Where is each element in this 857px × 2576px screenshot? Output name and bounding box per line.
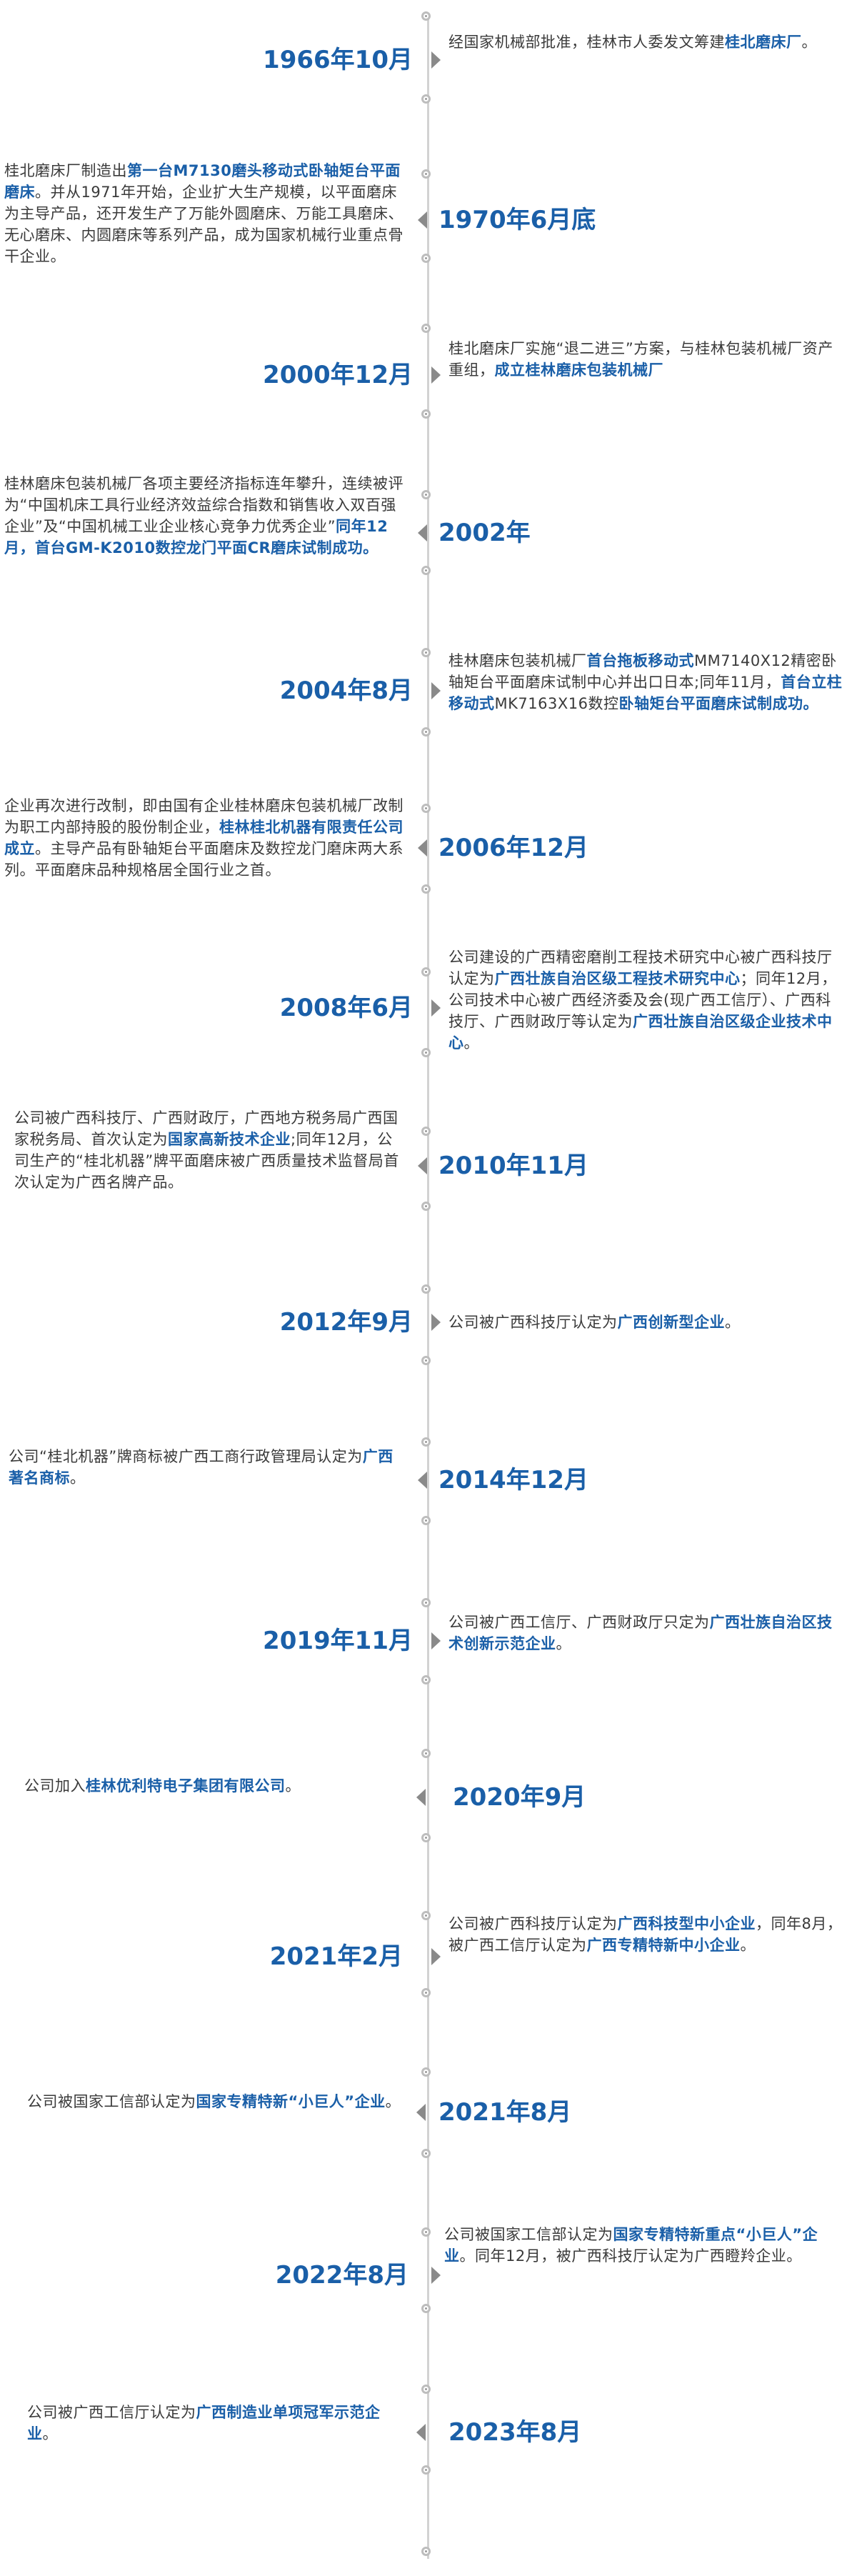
timeline-dot [421, 1749, 431, 1758]
event-description: 公司被广西工信厅认定为广西制造业单项冠军示范企业。 [27, 2404, 381, 2442]
timeline-dot [421, 1356, 431, 1365]
timeline-dot [421, 409, 431, 419]
event-description: 公司被广西科技厅认定为广西科技型中小企业，同年8月，被广西工信厅认定为广西专精特… [448, 1915, 843, 1954]
event-description: 企业再次进行改制，即由国有企业桂林磨床包装机械厂改制为职工内部持股的股份制企业，… [4, 797, 404, 879]
event-description: 公司“桂北机器”牌商标被广西工商行政管理局认定为广西著名商标。 [9, 1448, 394, 1487]
event-description: 公司被广西科技厅、广西财政厅，广西地方税务局广西国家税务局、首次认定为国家高新技… [14, 1109, 399, 1191]
event-description: 公司被国家工信部认定为国家专精特新“小巨人”企业。 [27, 2093, 401, 2110]
timeline-dot [421, 254, 431, 263]
event-description: 桂林磨床包装机械厂首台拖板移动式MM7140X12精密卧轴矩台平面磨床试制中心并… [448, 652, 843, 712]
timeline-dot [421, 2067, 431, 2077]
timeline-dot [421, 967, 431, 977]
event-date: 2006年12月 [438, 834, 588, 862]
event-date: 2023年8月 [448, 2418, 582, 2447]
arrow-right-icon [431, 1948, 441, 1965]
timeline-dot [421, 169, 431, 179]
timeline-dot [421, 1202, 431, 1211]
event-date: 2000年12月 [263, 361, 413, 389]
event-description: 公司被广西科技厅认定为广西创新型企业。 [448, 1314, 741, 1331]
timeline-dot [421, 804, 431, 813]
event-date: 2002年 [438, 519, 531, 547]
event-description: 公司建设的广西精密磨削工程技术研究中心被广西科技厅认定为广西壮族自治区级工程技术… [448, 949, 837, 1052]
timeline-dot [421, 11, 431, 21]
arrow-right-icon [431, 2267, 441, 2284]
arrow-right-icon [431, 1314, 441, 1331]
arrow-left-icon [418, 1472, 427, 1489]
arrow-left-icon [416, 2104, 426, 2121]
arrow-right-icon [431, 999, 441, 1017]
event-description: 桂北磨床厂制造出第一台M7130磨头移动式卧轴矩台平面磨床。并从1971年开始，… [4, 162, 404, 265]
event-date: 2019年11月 [263, 1627, 413, 1655]
timeline-dot [421, 490, 431, 499]
timeline-dot [421, 94, 431, 104]
event-date: 1970年6月底 [438, 206, 596, 234]
timeline-dot [421, 2385, 431, 2394]
timeline-dot [421, 1284, 431, 1294]
timeline-dot [421, 1127, 431, 1136]
event-description: 桂北磨床厂实施“退二进三”方案，与桂林包装机械厂资产重组，成立桂林磨床包装机械厂 [448, 340, 833, 379]
event-date: 2012年9月 [279, 1308, 413, 1337]
timeline-dot [421, 648, 431, 657]
timeline-dot [421, 1833, 431, 1842]
timeline-dot [421, 1675, 431, 1684]
arrow-right-icon [431, 682, 441, 699]
arrow-right-icon [431, 1632, 441, 1649]
timeline-dot [421, 324, 431, 333]
event-date: 2021年8月 [438, 2098, 572, 2127]
arrow-left-icon [418, 211, 427, 229]
event-date: 2014年12月 [438, 1466, 588, 1494]
timeline-dot [421, 2547, 431, 2556]
event-description: 公司加入桂林优利特电子集团有限公司。 [24, 1777, 301, 1794]
event-date: 2010年11月 [438, 1152, 588, 1180]
event-date: 2008年6月 [279, 994, 413, 1022]
event-description: 经国家机械部批准，桂林市人委发文筹建桂北磨床厂。 [448, 34, 817, 51]
timeline-dot [421, 2149, 431, 2158]
timeline-dot [421, 2465, 431, 2475]
timeline-dot [421, 2304, 431, 2313]
event-description: 公司被国家工信部认定为国家专精特新重点“小巨人”企业。同年12月，被广西科技厅认… [444, 2226, 818, 2265]
event-date: 1966年10月 [263, 46, 413, 74]
timeline-dot [421, 1988, 431, 1997]
timeline-dot [421, 1516, 431, 1525]
event-description: 公司被广西工信厅、广西财政厅只定为广西壮族自治区技术创新示范企业。 [448, 1614, 833, 1652]
timeline-dot [421, 566, 431, 575]
event-date: 2020年9月 [453, 1783, 586, 1812]
arrow-left-icon [418, 524, 427, 541]
event-date: 2022年8月 [275, 2261, 409, 2290]
timeline-dot [421, 2227, 431, 2237]
timeline-dot [421, 727, 431, 737]
event-date: 2004年8月 [279, 677, 413, 705]
arrow-left-icon [418, 1157, 427, 1174]
arrow-right-icon [431, 51, 441, 69]
timeline-dot [421, 1437, 431, 1447]
arrow-right-icon [431, 366, 441, 384]
timeline-dot [421, 1048, 431, 1057]
timeline-dot [421, 1598, 431, 1607]
arrow-left-icon [416, 2424, 426, 2441]
timeline-dot [421, 884, 431, 894]
arrow-left-icon [416, 1789, 426, 1806]
event-description: 桂林磨床包装机械厂各项主要经济指标连年攀升，连续被评为“中国机床工具行业经济效益… [4, 475, 404, 556]
arrow-left-icon [418, 839, 427, 857]
event-date: 2021年2月 [269, 1942, 403, 1971]
timeline-dot [421, 1911, 431, 1920]
